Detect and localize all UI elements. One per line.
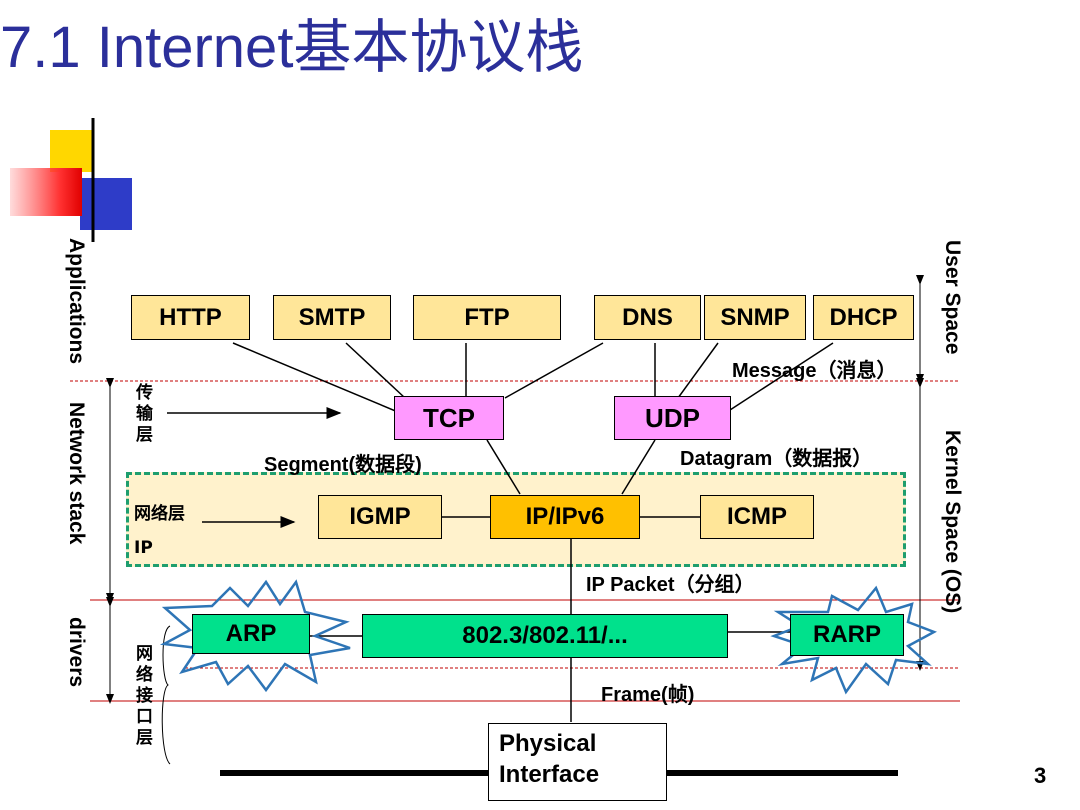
network-layer-label: 网络层 (134, 504, 185, 524)
tcp-box: TCP (394, 396, 504, 440)
dns-box: DNS (594, 295, 701, 340)
user-space-side-label: User Space (941, 240, 964, 355)
network-stack-side-label: Network stack (65, 402, 88, 545)
transport-layer-label: 传 输 层 (136, 383, 153, 445)
message-label: Message（消息） (732, 360, 897, 382)
http-box: HTTP (131, 295, 250, 340)
ftp-box: FTP (413, 295, 561, 340)
icmp-box: ICMP (700, 495, 814, 539)
arp-box: ARP (192, 614, 310, 654)
smtp-box: SMTP (273, 295, 391, 340)
frame-label: Frame(帧) (601, 684, 695, 706)
igmp-box: IGMP (318, 495, 442, 539)
snmp-box: SNMP (704, 295, 806, 340)
ip-packet-label: IP Packet（分组） (586, 574, 755, 596)
physical-interface-box: Physical Interface (488, 723, 667, 801)
page-number: 3 (1034, 763, 1047, 788)
link-protocols-box: 802.3/802.11/... (362, 614, 728, 658)
link-layer-label: 网 络 接 口 层 (136, 644, 153, 748)
network-layer-ip-label: IP (134, 538, 153, 558)
dhcp-box: DHCP (813, 295, 914, 340)
rarp-burst-shape (770, 585, 937, 695)
arp-burst-shape (159, 579, 351, 693)
kernel-space-side-label: Kernel Space (OS) (941, 430, 964, 614)
datagram-label: Datagram（数据报） (680, 448, 873, 470)
slide-title: 7.1 Internet基本协议栈 (0, 15, 584, 80)
segment-label: Segment(数据段) (264, 454, 422, 476)
applications-side-label: Applications (65, 238, 88, 365)
corner-decoration (10, 118, 1080, 242)
rarp-box: RARP (790, 614, 904, 656)
ip-ipv6-box: IP/IPv6 (490, 495, 640, 539)
drivers-side-label: drivers (65, 617, 88, 688)
udp-box: UDP (614, 396, 731, 440)
